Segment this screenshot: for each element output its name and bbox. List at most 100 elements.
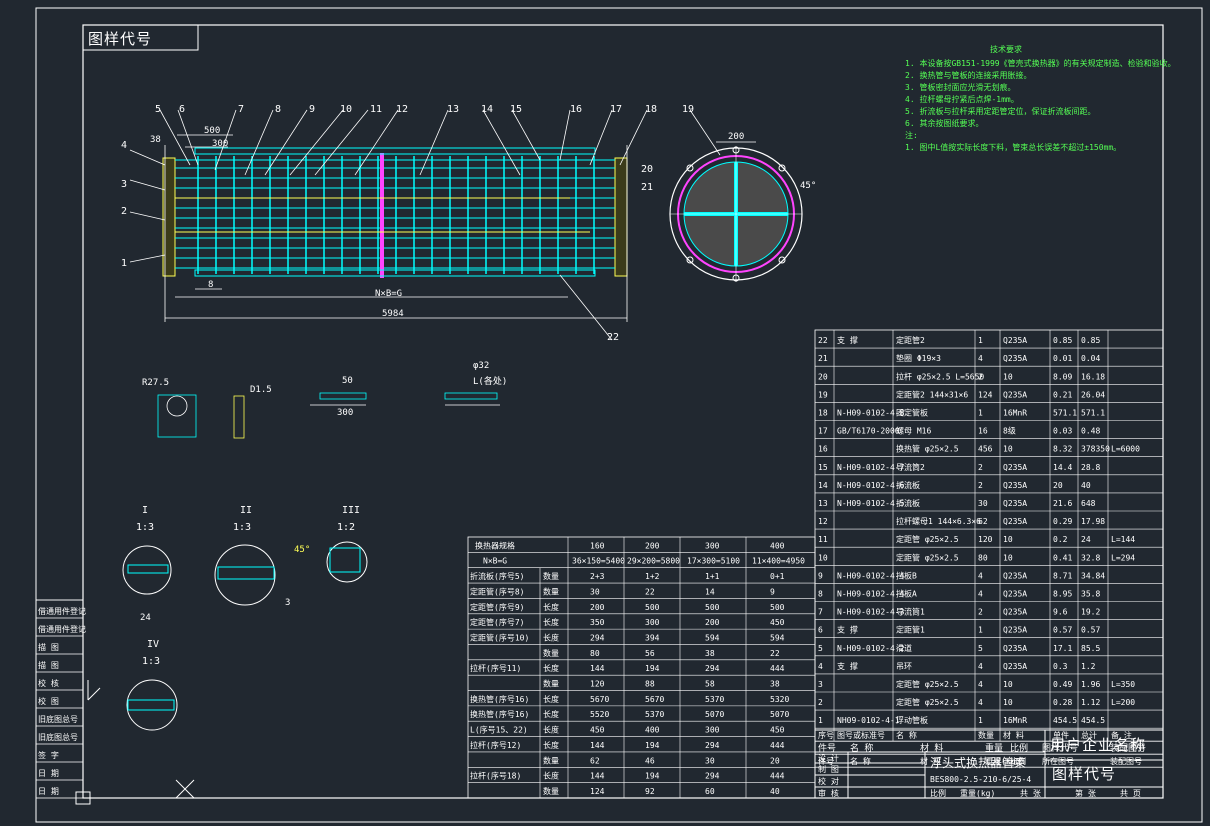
- part-details: [157, 392, 500, 439]
- spec-cell: 长度: [543, 632, 559, 642]
- drawing-code: 图样代号: [1052, 765, 1116, 783]
- svg-text:φ32: φ32: [473, 361, 489, 371]
- bom-cell: 4: [978, 680, 983, 689]
- bom-cell: 吊环: [896, 662, 912, 671]
- bom-cell: 1.12: [1081, 698, 1100, 707]
- svg-text:15: 15: [510, 104, 522, 115]
- spec-cell: 300: [645, 618, 660, 627]
- bom-cell: 4: [978, 571, 983, 580]
- bom-cell: 12: [818, 517, 828, 526]
- svg-text:10: 10: [340, 104, 352, 115]
- bom-cell: 定距管1: [896, 625, 925, 635]
- svg-text:D1.5: D1.5: [250, 385, 272, 395]
- bom-cell: Q235A: [1003, 626, 1027, 635]
- spec-cell: 长度: [543, 709, 559, 719]
- bom-header4-cell: 装配图号: [1110, 742, 1146, 754]
- bom-cell: 26.04: [1081, 390, 1105, 399]
- bom-cell: 固定管板: [896, 408, 928, 418]
- svg-text:17: 17: [610, 104, 622, 115]
- spec-header-cell: 200: [645, 541, 660, 550]
- bom-cell: 4: [978, 354, 983, 363]
- bom-cell: 0.28: [1053, 698, 1072, 707]
- svg-text:制 图: 制 图: [818, 764, 839, 774]
- bom-cell: 1: [978, 409, 983, 418]
- svg-text:38: 38: [150, 135, 161, 145]
- spec-cell: 58: [705, 680, 715, 689]
- spec-cell: 294: [705, 664, 720, 673]
- bom-cell: L=144: [1111, 535, 1135, 544]
- spec-cell: 定距管(序号10): [470, 632, 529, 642]
- spec-cell: 22: [770, 649, 780, 658]
- bom-cell: 0.85: [1081, 336, 1100, 345]
- svg-text:3: 3: [121, 179, 127, 190]
- bom-cell: N-H09-0102-4-4: [837, 590, 905, 599]
- bom-cell: 导流筒2: [896, 462, 925, 472]
- left-block-label: 旧底图总号: [38, 732, 78, 742]
- svg-text:IV: IV: [147, 639, 159, 650]
- floating-tubesheet: [162, 157, 176, 277]
- bom-cell: 454.5: [1053, 716, 1077, 725]
- section-details: I 1:3 24 II 1:3 45° 3 III 1:2 IV 1:3: [122, 505, 368, 731]
- spec-cell: 62: [590, 756, 600, 765]
- bom-cell: 支 撑: [837, 661, 858, 671]
- spec-cell: 长度: [543, 771, 559, 781]
- bom-header-cell: 单件: [1053, 730, 1069, 740]
- bom-cell: 4: [818, 662, 823, 671]
- tech-note-3: 3. 管板密封面应光滑无划痕。: [905, 82, 1015, 92]
- bom-header-cell: 序号: [818, 730, 834, 740]
- spec-cell: 120: [590, 680, 605, 689]
- bom-cell: 拉杆螺母1 144×6.3×6: [896, 516, 981, 526]
- bom-cell: 导流筒1: [896, 607, 925, 617]
- bom-cell: 浮动管板: [896, 715, 928, 725]
- bom-cell: 80: [978, 553, 988, 562]
- bom-cell: Q235A: [1003, 517, 1027, 526]
- center-baffle: [380, 153, 384, 278]
- spec-cell: 长度: [543, 602, 559, 612]
- bom-cell: 2: [978, 372, 983, 381]
- tech-title: 技术要求: [990, 44, 1022, 54]
- spec-cell: 换热管(序号16): [470, 709, 529, 719]
- title-block: 用户企业名称 浮头式换热器管束 BES800-2.5-210-6/25-4 图样…: [814, 729, 1164, 799]
- spec-cell: 20: [770, 756, 780, 765]
- spec-cell: 400: [645, 726, 660, 735]
- svg-text:审 核: 审 核: [818, 788, 839, 798]
- bom-cell: 10: [1003, 698, 1013, 707]
- svg-text:7: 7: [238, 104, 244, 115]
- bom-cell: Q235A: [1003, 662, 1027, 671]
- spec-cell: 5320: [770, 695, 789, 704]
- spec-cell: 定距管(序号9): [470, 602, 524, 612]
- bom-cell: 0.49: [1053, 680, 1072, 689]
- bom-cell: 20: [818, 372, 828, 381]
- spec-cell: 500: [645, 603, 660, 612]
- spec-cell: 数量: [543, 571, 559, 581]
- bom-cell: 10: [1003, 553, 1013, 562]
- spec-cell: 1+2: [645, 572, 660, 581]
- bom-cell: 16: [978, 427, 988, 436]
- spec-cell: 5370: [645, 710, 664, 719]
- bom-header3-cell: 名 称: [850, 756, 871, 766]
- spec-cell: 5520: [590, 710, 609, 719]
- left-block-label: 借通用件登记: [38, 624, 86, 634]
- spec-cell: 60: [705, 787, 715, 796]
- svg-text:45°: 45°: [800, 181, 816, 191]
- bom-cell: 0.03: [1053, 427, 1072, 436]
- spec-cell: 数量: [543, 786, 559, 796]
- bom-header-cell: 数量: [978, 730, 994, 740]
- bom-header4-cell: 名 称: [850, 742, 873, 754]
- bom-cell: Q235A: [1003, 354, 1027, 363]
- spec-cell: L(序号15、22): [470, 725, 528, 735]
- spec-cell: 450: [770, 618, 785, 627]
- spec-cell: 500: [705, 603, 720, 612]
- bom-cell: 螺母 M16: [896, 426, 931, 436]
- svg-text:III: III: [342, 505, 360, 516]
- drawing-number: BES800-2.5-210-6/25-4: [930, 775, 1031, 784]
- bom-cell: Q235A: [1003, 608, 1027, 617]
- bom-cell: 定距管2 144×31×6: [896, 389, 968, 399]
- spec-cell: 444: [770, 772, 785, 781]
- left-block-label: 校 核: [38, 678, 59, 688]
- bom-cell: 15: [818, 463, 828, 472]
- svg-text:L(各处): L(各处): [473, 375, 507, 387]
- bom-cell: 4: [978, 698, 983, 707]
